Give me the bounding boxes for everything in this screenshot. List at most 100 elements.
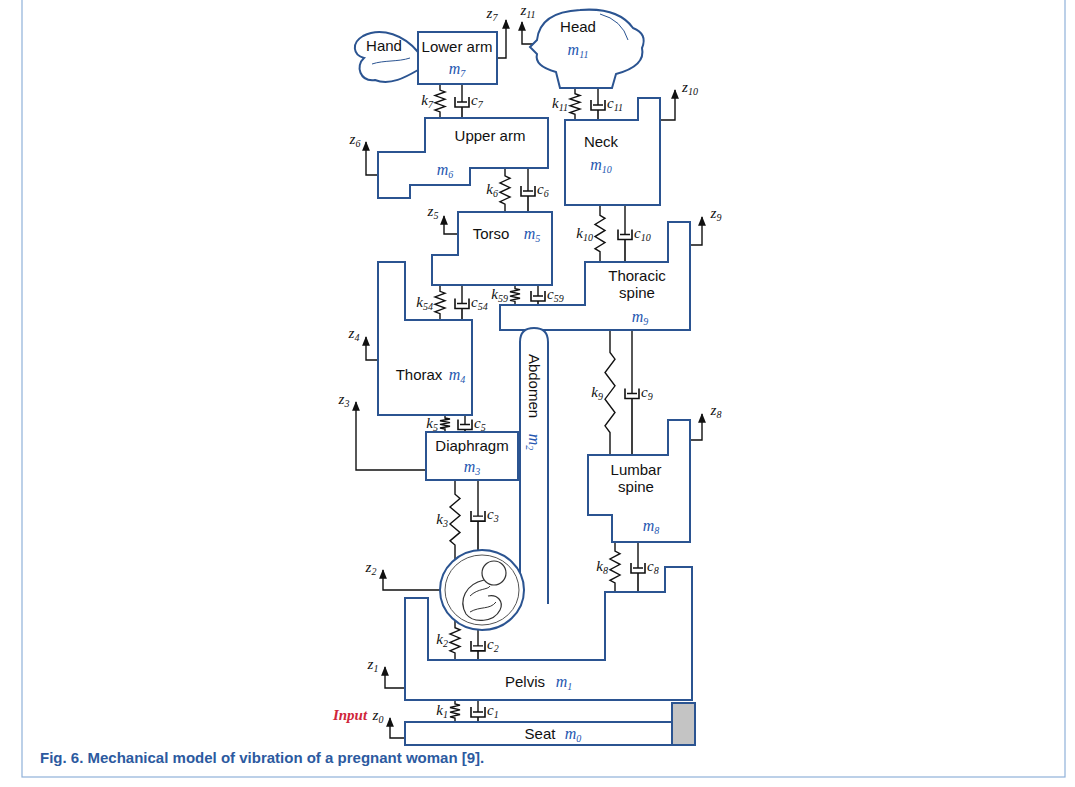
part-name: Seat xyxy=(525,725,556,742)
mass-label: m3 xyxy=(464,458,481,476)
stiffness-label: k9 xyxy=(591,384,603,401)
outline-part xyxy=(565,98,660,205)
outline-part xyxy=(355,32,418,82)
mass-label: m1 xyxy=(556,673,573,691)
figure-caption: Fig. 6. Mechanical model of vibration of… xyxy=(40,749,484,766)
mass-box: Lumbar spinem8 xyxy=(588,420,690,542)
z-arrow xyxy=(444,216,458,234)
connector-stroke xyxy=(471,511,485,550)
part-name: Diaphragm xyxy=(435,437,508,454)
mass-label: m8 xyxy=(643,517,660,535)
mass-label: m0 xyxy=(565,725,582,743)
mass-label: m2 xyxy=(525,434,543,451)
part-name: Torso xyxy=(473,225,510,242)
spring xyxy=(440,415,450,432)
coordinate-arrows xyxy=(356,20,702,738)
part-name: Hand xyxy=(366,37,402,54)
stiffness-label: k10 xyxy=(576,225,593,242)
head-outline: Headm11 xyxy=(528,6,646,90)
part-name: Neck xyxy=(584,133,618,150)
connector-stroke xyxy=(533,285,543,296)
connector-stroke xyxy=(460,415,470,425)
shape-outline xyxy=(350,26,421,88)
outline-part xyxy=(463,580,501,620)
spring xyxy=(450,700,460,722)
connector-stroke xyxy=(510,285,520,305)
coordinate-label: z2 xyxy=(366,559,377,576)
mass-label: m6 xyxy=(437,161,454,179)
coordinate-label: z5 xyxy=(428,203,439,220)
hand-outline: Hand xyxy=(350,26,421,88)
connector-stroke xyxy=(625,389,639,456)
stiffness-label: k8 xyxy=(596,558,608,575)
outline-part xyxy=(672,703,695,745)
damping-label: c6 xyxy=(537,181,549,198)
damping-label: c11 xyxy=(607,95,623,112)
connector-stroke xyxy=(473,700,483,712)
outline-part xyxy=(378,118,548,198)
damping-label: c3 xyxy=(487,506,499,523)
connector-stroke xyxy=(458,420,472,433)
seat-box: Seat m0 xyxy=(405,703,695,745)
mass-box: Lower armm7 xyxy=(418,32,497,84)
stiffness-label: k3 xyxy=(436,511,448,528)
outline-part xyxy=(530,10,644,88)
outline-part xyxy=(440,550,524,630)
mass-box: Upper armm6 xyxy=(378,118,548,198)
coordinate-label: z0 xyxy=(373,707,384,724)
figure-frame xyxy=(22,0,1065,777)
coordinate-label: z10 xyxy=(682,79,698,96)
damping-label: c9 xyxy=(641,384,653,401)
z-arrow xyxy=(385,667,405,688)
spring xyxy=(605,330,615,455)
damper xyxy=(471,630,485,660)
connector-stroke xyxy=(633,542,643,568)
mass-label: m11 xyxy=(568,41,589,59)
mass-label: m5 xyxy=(524,225,541,243)
connector-stroke xyxy=(473,630,483,646)
z-arrow xyxy=(390,718,405,738)
damper xyxy=(618,205,632,262)
mass-box: Neckm10 xyxy=(565,98,660,205)
stiffness-label: k6 xyxy=(486,181,498,198)
z-arrow xyxy=(497,20,506,58)
connector-stroke xyxy=(631,563,645,592)
damper xyxy=(455,285,469,320)
z-arrow xyxy=(690,217,702,245)
connector-stroke xyxy=(473,480,483,516)
mass-label: m7 xyxy=(449,60,466,78)
damping-label: c8 xyxy=(647,558,659,575)
connector-stroke xyxy=(620,205,630,235)
spring xyxy=(500,168,510,212)
abdomen-outline: Abdomenm2 xyxy=(438,326,550,632)
shape-outline xyxy=(405,567,692,700)
connector-stroke xyxy=(450,480,460,559)
connector-stroke xyxy=(605,330,615,455)
spring xyxy=(450,621,460,660)
connector-stroke xyxy=(471,641,485,660)
stiffness-label: k11 xyxy=(552,95,568,112)
damper xyxy=(455,84,469,118)
outline-part xyxy=(520,328,548,604)
connector-stroke xyxy=(595,205,605,262)
outline-part xyxy=(445,555,519,625)
coordinate-label: z8 xyxy=(711,402,722,419)
stiffness-label: k1 xyxy=(436,702,448,719)
damper xyxy=(471,700,485,722)
coordinate-label: z3 xyxy=(339,391,350,408)
connector-stroke xyxy=(450,621,460,660)
input-label: Input xyxy=(333,707,367,724)
z-arrow xyxy=(690,414,702,440)
outline-part xyxy=(418,32,497,84)
damping-label: c59 xyxy=(547,286,564,303)
z-arrow xyxy=(522,22,533,44)
part-name: Thoracic spine xyxy=(597,267,677,302)
outline-part xyxy=(405,703,695,745)
connector-stroke xyxy=(591,100,605,120)
connector-stroke xyxy=(570,88,580,120)
damper xyxy=(631,542,645,592)
damper xyxy=(471,480,485,550)
